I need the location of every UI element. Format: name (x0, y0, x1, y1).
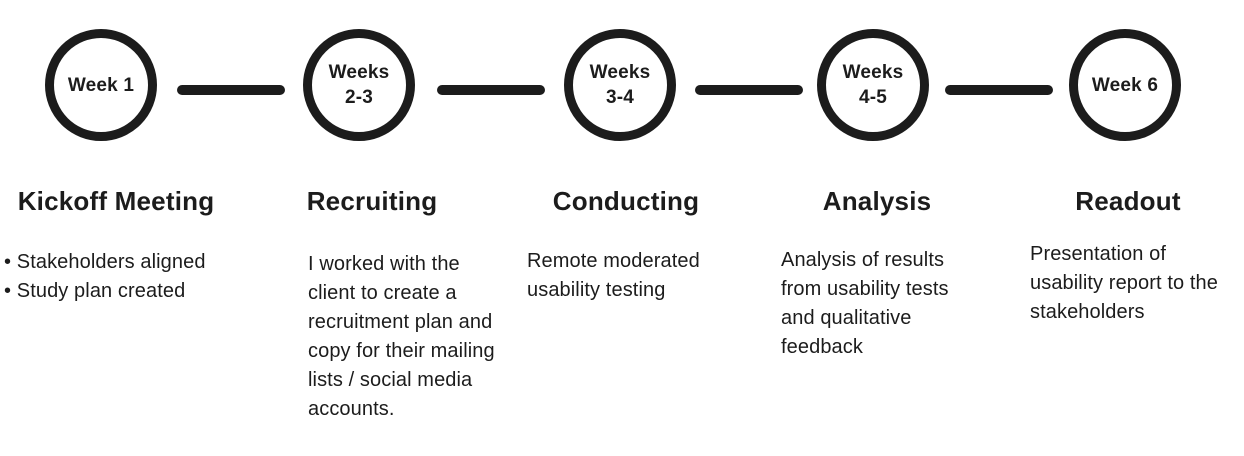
timeline-connector-2 (437, 85, 545, 95)
stage-description-analysis: Analysis of results from usability tests… (781, 249, 949, 358)
week-circle-4: Weeks 4-5 (817, 29, 929, 141)
week-circle-1: Week 1 (45, 29, 157, 141)
week-circle-3: Weeks 3-4 (564, 29, 676, 141)
timeline-connector-3 (695, 85, 803, 95)
stage-title-recruiting: Recruiting (306, 186, 438, 216)
timeline-connector-1 (177, 85, 285, 95)
week-circle-2: Weeks 2-3 (303, 29, 415, 141)
stage-title-conducting: Conducting (552, 186, 700, 216)
stage-description-kickoff-meeting: • Stakeholders aligned • Study plan crea… (4, 251, 206, 302)
stage-title-readout: Readout (1075, 186, 1181, 216)
stage-title-kickoff-meeting: Kickoff Meeting (17, 186, 215, 216)
timeline-connector-4 (945, 85, 1053, 95)
stage-description-conducting: Remote moderated usability testing (527, 250, 700, 301)
week-circle-5: Week 6 (1069, 29, 1181, 141)
stage-description-recruiting: I worked with the client to create a rec… (308, 253, 495, 420)
stage-title-analysis: Analysis (822, 186, 932, 216)
stage-description-readout: Presentation of usability report to the … (1030, 243, 1218, 323)
